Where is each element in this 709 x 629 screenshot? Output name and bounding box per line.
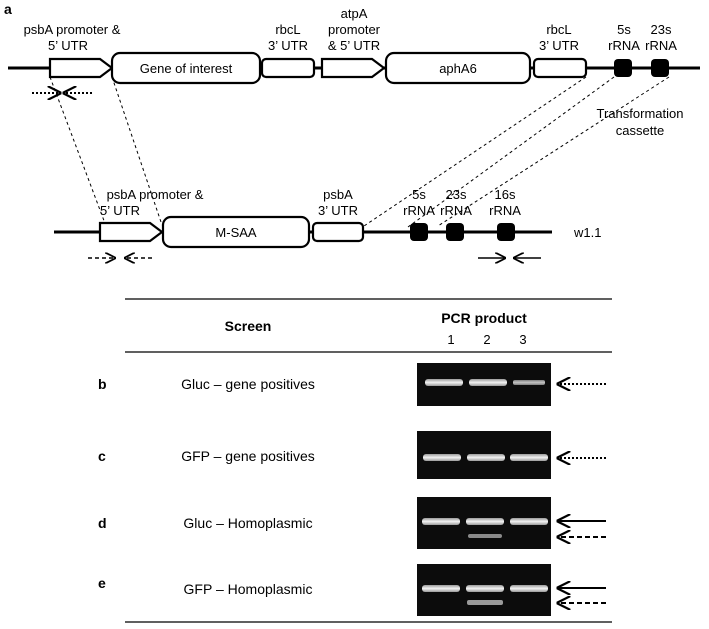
rbcl-label-2a: rbcL	[546, 22, 571, 37]
w11-rrna23s-label-a: 23s	[446, 187, 467, 202]
psba-promoter-label-2: 5’ UTR	[48, 38, 88, 53]
gel-image-e	[417, 564, 551, 616]
row-label-b: Gluc – gene positives	[181, 376, 315, 392]
w11-strain-label: w1.1	[573, 225, 601, 240]
row-label-e: GFP – Homoplasmic	[184, 581, 313, 597]
w11-rrna-23s-block	[446, 223, 464, 241]
gel-band	[425, 379, 463, 386]
rbcl-label-1b: 3’ UTR	[268, 38, 308, 53]
w11-rrna5s-label-b: rRNA	[403, 203, 435, 218]
rbcl-label-2b: 3’ UTR	[539, 38, 579, 53]
header-screen: Screen	[225, 318, 272, 334]
gene-of-interest-label: Gene of interest	[140, 61, 233, 76]
cassette-label-2: cassette	[616, 123, 664, 138]
crossover-lines	[49, 76, 670, 228]
w11-psba-promoter-arrow-box	[98, 221, 164, 243]
msaa-label: M-SAA	[215, 225, 257, 240]
psba-promoter-arrow-box	[48, 57, 114, 79]
gel-image-d	[417, 497, 551, 549]
gel-band-lower	[468, 534, 502, 538]
atpa-label-2: promoter	[328, 22, 381, 37]
gel-table: Screen PCR product 1 2 3 b Gluc – gene p…	[98, 298, 612, 623]
gel-band	[466, 518, 504, 525]
atpa-promoter-arrow-box	[320, 57, 386, 79]
rbcl-3utr-box-2	[532, 57, 588, 79]
w11-rrna16s-label-b: rRNA	[489, 203, 521, 218]
gel-band	[423, 454, 461, 461]
row-label-d: Gluc – Homoplasmic	[183, 515, 312, 531]
rrna-5s-block	[614, 59, 632, 77]
lane-label-3: 3	[519, 332, 526, 347]
w11-psba3-label-1: psbA	[323, 187, 353, 202]
w11-rrna5s-label-a: 5s	[412, 187, 426, 202]
atpa-label-3: & 5’ UTR	[328, 38, 380, 53]
apha6-label: aphA6	[439, 61, 477, 76]
gel-band	[466, 585, 504, 592]
w11-psba-promoter-label: psbA promoter &	[107, 187, 204, 202]
gel-band	[510, 585, 548, 592]
psba-promoter-label-1: psbA promoter &	[24, 22, 121, 37]
atpa-label-1: atpA	[341, 6, 368, 21]
row-letter-d: d	[98, 515, 107, 531]
gene-of-interest-box	[110, 51, 262, 85]
rbcl-label-1a: rbcL	[275, 22, 300, 37]
gel-band	[422, 585, 460, 592]
rrna23s-label-b: rRNA	[645, 38, 677, 53]
rrna23s-label-a: 23s	[651, 22, 672, 37]
transformation-construct: Gene of interest aphA6 psbA promoter & 5…	[8, 6, 700, 138]
gel-image-b	[417, 363, 551, 406]
row-letter-b: b	[98, 376, 107, 392]
row-letter-c: c	[98, 448, 106, 464]
gel-band	[422, 518, 460, 525]
row-label-c: GFP – gene positives	[181, 448, 315, 464]
rrna5s-label-a: 5s	[617, 22, 631, 37]
gel-image-c	[417, 431, 551, 479]
w11-psba3-label-2: 3’ UTR	[318, 203, 358, 218]
w11-psba-utr-label: 5’ UTR	[100, 203, 140, 218]
panel-a-letter: a	[4, 1, 12, 17]
rrna-23s-block	[651, 59, 669, 77]
msaa-box	[161, 215, 311, 249]
gel-band	[469, 379, 507, 386]
row-letter-e: e	[98, 575, 106, 591]
header-pcr-product: PCR product	[441, 310, 527, 326]
lane-label-2: 2	[483, 332, 490, 347]
w11-rrna-5s-block	[410, 223, 428, 241]
rrna5s-label-b: rRNA	[608, 38, 640, 53]
gel-band-lower	[467, 600, 503, 605]
rbcl-3utr-box-1	[260, 57, 316, 79]
w11-rrna23s-label-b: rRNA	[440, 203, 472, 218]
gel-band	[510, 518, 548, 525]
w11-rrna-16s-block	[497, 223, 515, 241]
lane-label-1: 1	[447, 332, 454, 347]
gel-band	[513, 380, 545, 385]
gel-band	[510, 454, 548, 461]
apha6-box	[384, 51, 532, 85]
gel-band	[467, 454, 505, 461]
cassette-label-1: Transformation	[597, 106, 684, 121]
w11-rrna16s-label-a: 16s	[495, 187, 516, 202]
w11-psba-3utr-box	[311, 221, 365, 243]
w11-genome: M-SAA psbA promoter & 5’ UTR psbA 3’ UTR…	[54, 187, 601, 258]
